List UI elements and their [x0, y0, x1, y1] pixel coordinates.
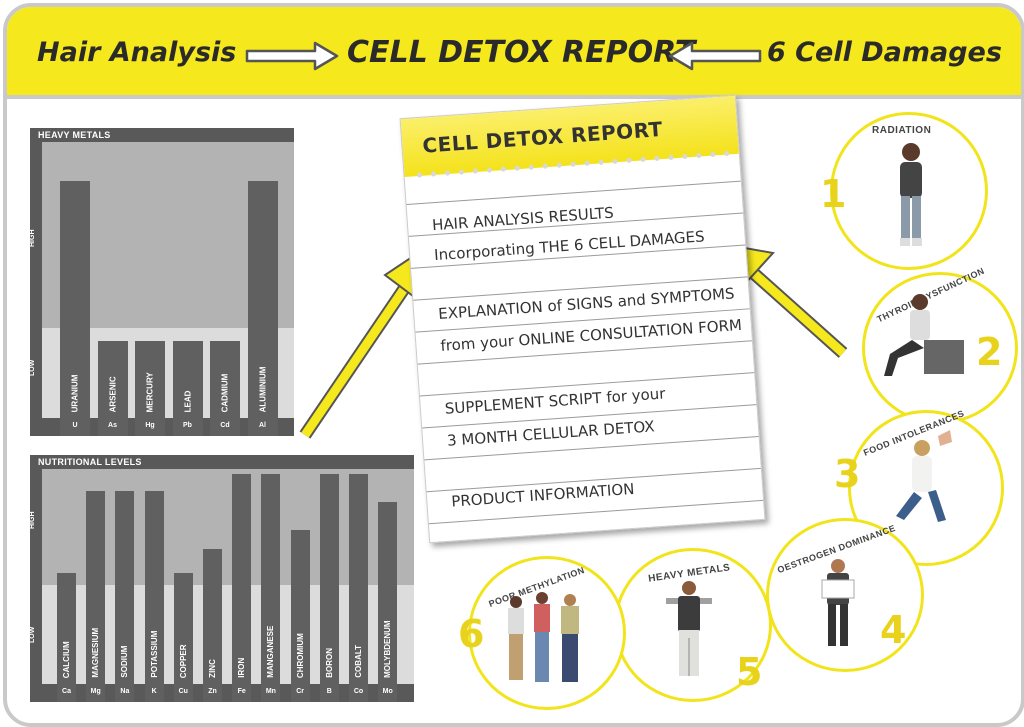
bar-uranium: URANIUM — [60, 180, 90, 436]
bar-symbol: As — [108, 422, 117, 429]
bar-boron: BORON — [319, 474, 339, 702]
person-icon — [821, 559, 855, 646]
bar-label: POTASSIUM — [149, 631, 159, 678]
axis-low-label: LOW — [29, 359, 36, 377]
bar-lead: LEAD — [172, 340, 203, 436]
bar-label: CALCIUM — [62, 641, 71, 678]
bar-symbol: Cu — [178, 688, 188, 695]
bar-symbol: Cd — [220, 422, 230, 429]
cell-detox-report-notepad: CELL DETOX REPORT HAIR ANALYSIS RESULTS … — [399, 94, 766, 544]
bar-calcium: CALCIUM — [57, 572, 76, 702]
bar-symbol: K — [151, 688, 157, 695]
heavy-metals-chart: HEAVY METALS HIGH LOW URANIUM U ARSENIC As M… — [29, 128, 294, 436]
bar-symbol: Mo — [382, 688, 393, 695]
report-line: PRODUCT INFORMATION — [450, 479, 635, 511]
nutritional-levels-title: NUTRITIONAL LEVELS — [30, 455, 414, 469]
bar-chromium: CHROMIUM — [290, 529, 310, 702]
axis-high-label: HIGH — [29, 511, 36, 529]
people-group-icon — [508, 592, 579, 682]
axis-low-label: LOW — [29, 626, 36, 644]
level-axis — [30, 469, 42, 684]
damage-number: 3 — [834, 452, 861, 496]
notepad-binding-holes-icon — [417, 151, 730, 178]
report-line: Incorporating THE 6 CELL DAMAGES — [433, 227, 706, 265]
bar-symbol: Ca — [62, 688, 71, 695]
bar-label: LEAD — [183, 390, 192, 412]
person-icon — [896, 430, 952, 522]
damage-circle-heavy-metals — [614, 548, 772, 702]
axis-high-label: HIGH — [29, 229, 36, 247]
bar-label: COBALT — [354, 645, 363, 678]
right-arrow-icon — [245, 41, 339, 71]
bar-manganese: MANGANESE — [261, 474, 281, 702]
bar-label: CADMIUM — [220, 373, 230, 412]
bar-label: MERCURY — [145, 371, 155, 412]
bar-symbol: Cr — [296, 688, 304, 695]
report-line: EXPLANATION of SIGNS and SYMPTOMS — [437, 284, 736, 324]
six-cell-damages-heading: 6 Cell Damages — [767, 37, 1002, 68]
cell-detox-report-heading: CELL DETOX REPORT — [347, 35, 696, 70]
person-icon — [884, 294, 964, 376]
bar-symbol: Hg — [145, 422, 155, 429]
damage-number: 2 — [976, 330, 1003, 374]
bar-label: URANIUM — [70, 374, 80, 412]
bar-aluminium: ALUMINIUM — [247, 180, 278, 436]
bar-magnesium: MAGNESIUM — [86, 491, 106, 702]
bar-label: IRON — [237, 657, 247, 678]
bar-symbol: Al — [259, 422, 266, 429]
person-icon — [900, 143, 922, 246]
bar-potassium: POTASSIUM — [144, 491, 164, 702]
bar-symbol: B — [326, 688, 332, 695]
bar-label: ARSENIC — [108, 375, 117, 412]
bar-symbol: Mn — [265, 688, 276, 695]
bar-arsenic: ARSENIC — [97, 340, 128, 436]
report-title: CELL DETOX REPORT — [421, 116, 664, 158]
bar-label: MAGNESIUM — [91, 628, 101, 678]
header-banner: Hair Analysis CELL DETOX REPORT 6 Cell D… — [7, 7, 1021, 99]
bar-symbol: Pb — [183, 422, 192, 429]
report-line: from your ONLINE CONSULTATION FORM — [439, 315, 743, 355]
bar-symbol: Na — [120, 688, 130, 695]
bar-iron: IRON — [232, 474, 252, 702]
bar-symbol: U — [72, 422, 78, 429]
bar-cobalt: COBALT — [349, 474, 368, 702]
bar-symbol: Co — [353, 688, 364, 695]
damage-number: 1 — [820, 172, 847, 216]
report-line: HAIR ANALYSIS RESULTS — [431, 203, 615, 235]
bar-symbol: Zn — [208, 688, 217, 695]
damage-number: 6 — [458, 612, 485, 656]
bar-symbol: Mg — [90, 688, 101, 695]
heavy-metals-title: HEAVY METALS — [30, 128, 294, 142]
person-icon — [666, 581, 712, 676]
hair-analysis-heading: Hair Analysis — [37, 37, 237, 68]
bar-zinc: ZINC — [203, 549, 222, 702]
left-arrow-icon — [668, 41, 762, 71]
bar-label: BORON — [324, 648, 334, 678]
bar-label: CHROMIUM — [295, 633, 305, 678]
bar-label: MOLYBDENUM — [383, 620, 393, 678]
bar-cadmium: CADMIUM — [210, 340, 240, 436]
damage-number: 5 — [736, 650, 763, 694]
bar-sodium: SODIUM — [115, 491, 135, 702]
bar-mercury: MERCURY — [135, 340, 165, 436]
nutritional-levels-chart: NUTRITIONAL LEVELS HIGH LOW CALCIUM Ca MAG… — [29, 455, 414, 702]
damage-number: 4 — [880, 608, 907, 652]
bar-label: COPPER — [178, 644, 188, 678]
bar-molybdenum: MOLYBDENUM — [378, 502, 398, 702]
bar-symbol: Fe — [237, 688, 246, 695]
bar-copper: COPPER — [173, 572, 193, 702]
damage-label: RADIATION — [872, 125, 932, 136]
ruled-line — [406, 180, 741, 205]
bar-label: ALUMINIUM — [258, 366, 267, 412]
bar-label: SODIUM — [120, 645, 130, 678]
bar-label: MANGANESE — [266, 625, 276, 678]
bar-label: ZINC — [208, 659, 217, 678]
level-axis — [30, 142, 42, 418]
